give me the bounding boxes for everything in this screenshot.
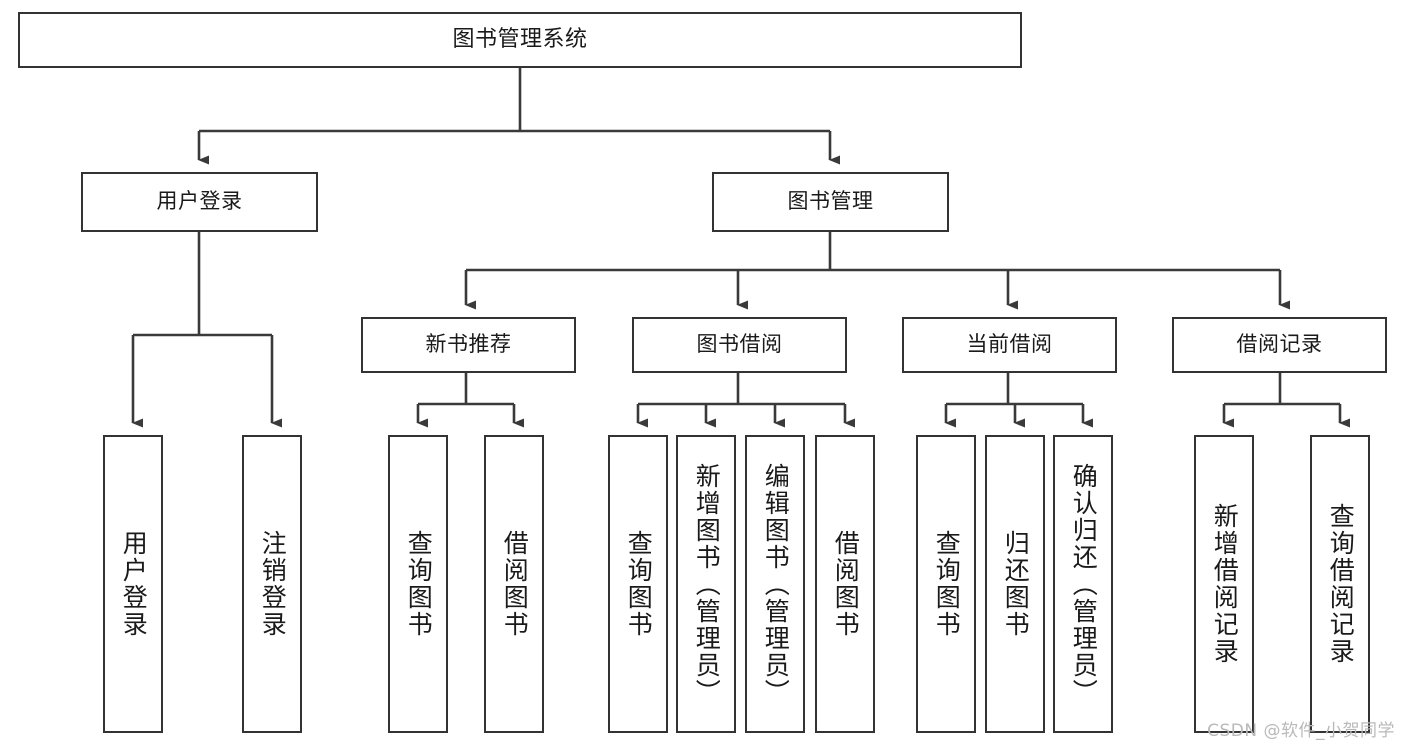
leaf-borrow-record-query-record[interactable]: 查询借阅记录 xyxy=(1310,435,1370,733)
node-label: 用户登录 xyxy=(119,530,149,638)
node-label: 图书管理 xyxy=(787,189,874,214)
node-label: 查询图书 xyxy=(404,530,434,638)
node-label: 新增借阅记录 xyxy=(1210,503,1240,665)
node-user-login[interactable]: 用户登录 xyxy=(81,172,318,232)
node-label: 确认归还（管理员） xyxy=(1069,462,1099,706)
leaf-user-login-logout[interactable]: 注销登录 xyxy=(242,435,302,733)
leaf-current-borrow-confirm-return-admin[interactable]: 确认归还（管理员） xyxy=(1053,435,1113,733)
node-label: 借阅图书 xyxy=(831,530,861,638)
connector-bookmgmt-to-level2 xyxy=(464,232,1290,310)
leaf-book-borrow-borrow-book[interactable]: 借阅图书 xyxy=(815,435,875,733)
node-root-book-management-system[interactable]: 图书管理系统 xyxy=(18,12,1022,68)
connector-bookborrow-to-leaves xyxy=(636,373,855,428)
connector-root-to-level1 xyxy=(197,68,840,165)
node-current-borrow[interactable]: 当前借阅 xyxy=(902,317,1117,373)
connector-currentborrow-to-leaves xyxy=(944,373,1093,428)
node-label: 当前借阅 xyxy=(966,332,1053,357)
node-label: 新增图书（管理员） xyxy=(692,462,722,706)
connector-userlogin-to-leaves xyxy=(131,232,282,428)
node-borrow-record[interactable]: 借阅记录 xyxy=(1172,317,1387,373)
connector-newbook-to-leaves xyxy=(416,373,524,428)
node-label: 注销登录 xyxy=(258,530,288,638)
connector-borrowrecord-to-leaves xyxy=(1222,373,1350,428)
node-label: 借阅记录 xyxy=(1236,332,1323,357)
node-label: 查询图书 xyxy=(932,530,962,638)
node-book-management[interactable]: 图书管理 xyxy=(712,172,949,232)
node-book-borrow[interactable]: 图书借阅 xyxy=(632,317,847,373)
leaf-book-borrow-add-book-admin[interactable]: 新增图书（管理员） xyxy=(676,435,736,733)
node-label: 查询借阅记录 xyxy=(1326,503,1356,665)
node-label: 编辑图书（管理员） xyxy=(761,462,791,706)
node-label: 图书管理系统 xyxy=(452,26,588,52)
leaf-user-login-login[interactable]: 用户登录 xyxy=(103,435,163,733)
watermark-text: CSDN @软件_小贺同学 xyxy=(1207,721,1395,741)
node-new-book-recommend[interactable]: 新书推荐 xyxy=(361,317,576,373)
node-label: 查询图书 xyxy=(624,530,654,638)
node-label: 图书借阅 xyxy=(696,332,783,357)
leaf-book-borrow-edit-book-admin[interactable]: 编辑图书（管理员） xyxy=(745,435,805,733)
leaf-book-borrow-query-book[interactable]: 查询图书 xyxy=(608,435,668,733)
leaf-borrow-record-add-record[interactable]: 新增借阅记录 xyxy=(1194,435,1254,733)
leaf-current-borrow-return-book[interactable]: 归还图书 xyxy=(985,435,1045,733)
leaf-new-book-borrow-book[interactable]: 借阅图书 xyxy=(484,435,544,733)
node-label: 归还图书 xyxy=(1001,530,1031,638)
node-label: 借阅图书 xyxy=(500,530,530,638)
node-label: 用户登录 xyxy=(156,189,243,214)
leaf-new-book-query-book[interactable]: 查询图书 xyxy=(388,435,448,733)
node-label: 新书推荐 xyxy=(425,332,512,357)
leaf-current-borrow-query-book[interactable]: 查询图书 xyxy=(916,435,976,733)
